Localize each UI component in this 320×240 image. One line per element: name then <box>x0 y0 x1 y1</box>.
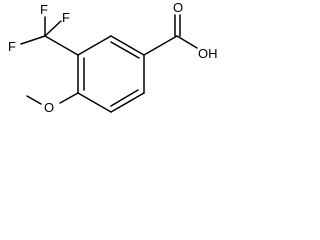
carboxyl-carbon-bond <box>143 35 178 56</box>
benzene-ring <box>77 35 145 113</box>
carboxyl-group: O OH <box>143 0 218 61</box>
carbonyl-oxygen-label: O <box>173 0 183 15</box>
trifluoromethyl-group: F F F <box>8 2 79 56</box>
ring-double-bond-bottom-right <box>110 89 139 107</box>
ring-bond-bottom-right <box>110 92 145 113</box>
fluorine-right-label: F <box>62 10 70 25</box>
hydroxyl-label: OH <box>198 46 218 61</box>
ring-bond-top-left <box>77 35 112 56</box>
methoxy-methyl-bond <box>26 95 42 105</box>
hydroxyl-bond <box>176 35 198 49</box>
ring-double-bond-top-right <box>110 41 140 59</box>
fluorine-left-label: F <box>8 39 16 54</box>
ring-bond-bottom-left <box>77 92 112 113</box>
fluorine-top-label: F <box>40 2 48 17</box>
methoxy-oxygen-label: O <box>44 100 54 115</box>
molecule-drawing: F F F O OH O <box>8 0 218 115</box>
methoxy-group: O <box>26 92 79 115</box>
structure-diagram: F F F O OH O <box>0 0 234 138</box>
cf-bond-left <box>20 35 46 45</box>
methoxy-oxygen-bond <box>59 92 79 104</box>
cf-bond-right <box>44 20 62 37</box>
ring-bond-top-right <box>110 35 145 56</box>
cf3-carbon-bond <box>44 35 79 56</box>
